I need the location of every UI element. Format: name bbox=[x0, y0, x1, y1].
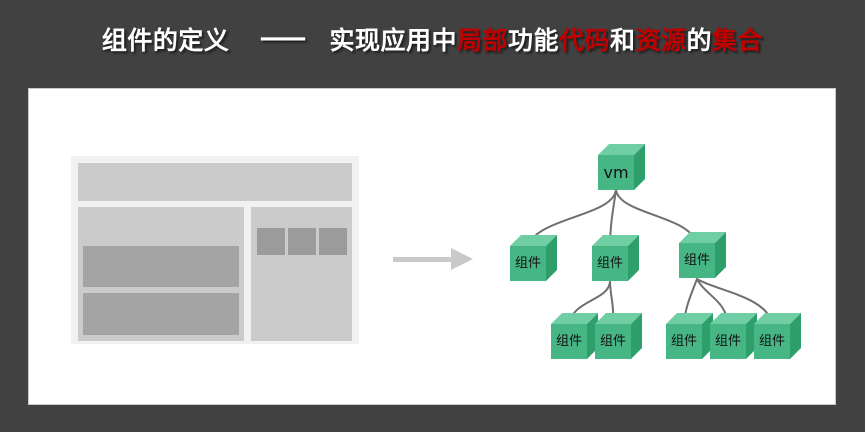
tree-node-label: 组件 bbox=[683, 253, 710, 268]
tree-node-component: 组件 bbox=[551, 313, 598, 359]
cube-top-face bbox=[598, 144, 645, 155]
cube-front-face: 组件 bbox=[710, 324, 746, 359]
cube-front-face: 组件 bbox=[510, 246, 546, 281]
cube-front-face: 组件 bbox=[551, 324, 587, 359]
title-segment: 实现应用中 bbox=[329, 26, 457, 55]
wireframe-content-bar bbox=[83, 293, 239, 335]
wireframe-main-panel bbox=[78, 207, 244, 341]
cube-right-face bbox=[715, 232, 726, 278]
wireframe-thumbnail bbox=[288, 228, 316, 255]
cube-right-face bbox=[631, 313, 642, 359]
cube-top-face bbox=[679, 232, 726, 243]
cube-right-face bbox=[746, 313, 757, 359]
cube-top-face bbox=[710, 313, 757, 324]
tree-node-component: 组件 bbox=[679, 232, 726, 278]
wireframe-header-bar bbox=[78, 163, 352, 201]
tree-node-label: 组件 bbox=[555, 334, 582, 349]
cube-right-face bbox=[587, 313, 598, 359]
title-segment: 和 bbox=[610, 26, 636, 55]
tree-node-label: 组件 bbox=[514, 256, 541, 271]
tree-node-label: 组件 bbox=[758, 334, 785, 349]
cube-front-face: 组件 bbox=[666, 324, 702, 359]
tree-node-component: 组件 bbox=[666, 313, 713, 359]
cube-right-face bbox=[546, 235, 557, 281]
tree-node-label: 组件 bbox=[670, 334, 697, 349]
tree-node-component: 组件 bbox=[710, 313, 757, 359]
cube-right-face bbox=[628, 235, 639, 281]
cube-top-face bbox=[592, 235, 639, 246]
tree-node-component: 组件 bbox=[595, 313, 642, 359]
cube-front-face: 组件 bbox=[592, 246, 628, 281]
tree-node-vm: vm bbox=[598, 144, 645, 190]
wireframe-thumbnail bbox=[319, 228, 347, 255]
cube-top-face bbox=[595, 313, 642, 324]
title-dash: —— bbox=[259, 22, 306, 52]
tree-node-component: 组件 bbox=[754, 313, 801, 359]
tree-node-component: 组件 bbox=[592, 235, 639, 281]
title-segment: 功能 bbox=[507, 26, 559, 55]
tree-node-label: 组件 bbox=[599, 334, 626, 349]
cube-front-face: 组件 bbox=[595, 324, 631, 359]
title-segment: 组件的定义 bbox=[101, 26, 230, 55]
cube-right-face bbox=[702, 313, 713, 359]
title-segment-highlight: 资源 bbox=[635, 26, 687, 55]
title-segment-highlight: 局部 bbox=[456, 26, 508, 55]
cube-top-face bbox=[666, 313, 713, 324]
slide-card: vm 组件 组件 组件 组件 组件 bbox=[28, 88, 836, 405]
wireframe-thumbnail bbox=[257, 228, 285, 255]
tree-node-label: 组件 bbox=[714, 334, 741, 349]
tree-node-component: 组件 bbox=[510, 235, 557, 281]
title-segment-highlight: 代码 bbox=[558, 26, 610, 55]
tree-node-label: 组件 bbox=[596, 256, 623, 271]
slide-title: 组件的定义 —— 实现应用中 局部 功能 代码 和 资源 的 集合 bbox=[0, 21, 865, 57]
right-arrow-head-icon bbox=[451, 248, 473, 270]
cube-front-face: vm bbox=[598, 155, 634, 190]
cube-top-face bbox=[551, 313, 598, 324]
cube-top-face bbox=[754, 313, 801, 324]
tree-node-label: vm bbox=[603, 162, 629, 182]
cube-right-face bbox=[634, 144, 645, 190]
webpage-wireframe bbox=[71, 156, 359, 344]
cube-right-face bbox=[790, 313, 801, 359]
right-arrow-icon bbox=[393, 257, 453, 262]
cube-front-face: 组件 bbox=[754, 324, 790, 359]
title-segment: 的 bbox=[686, 26, 713, 55]
cube-top-face bbox=[510, 235, 557, 246]
cube-front-face: 组件 bbox=[679, 243, 715, 278]
title-segment-highlight: 集合 bbox=[712, 26, 764, 55]
wireframe-content-bar bbox=[83, 246, 239, 287]
wireframe-sidebar-panel bbox=[251, 207, 352, 341]
